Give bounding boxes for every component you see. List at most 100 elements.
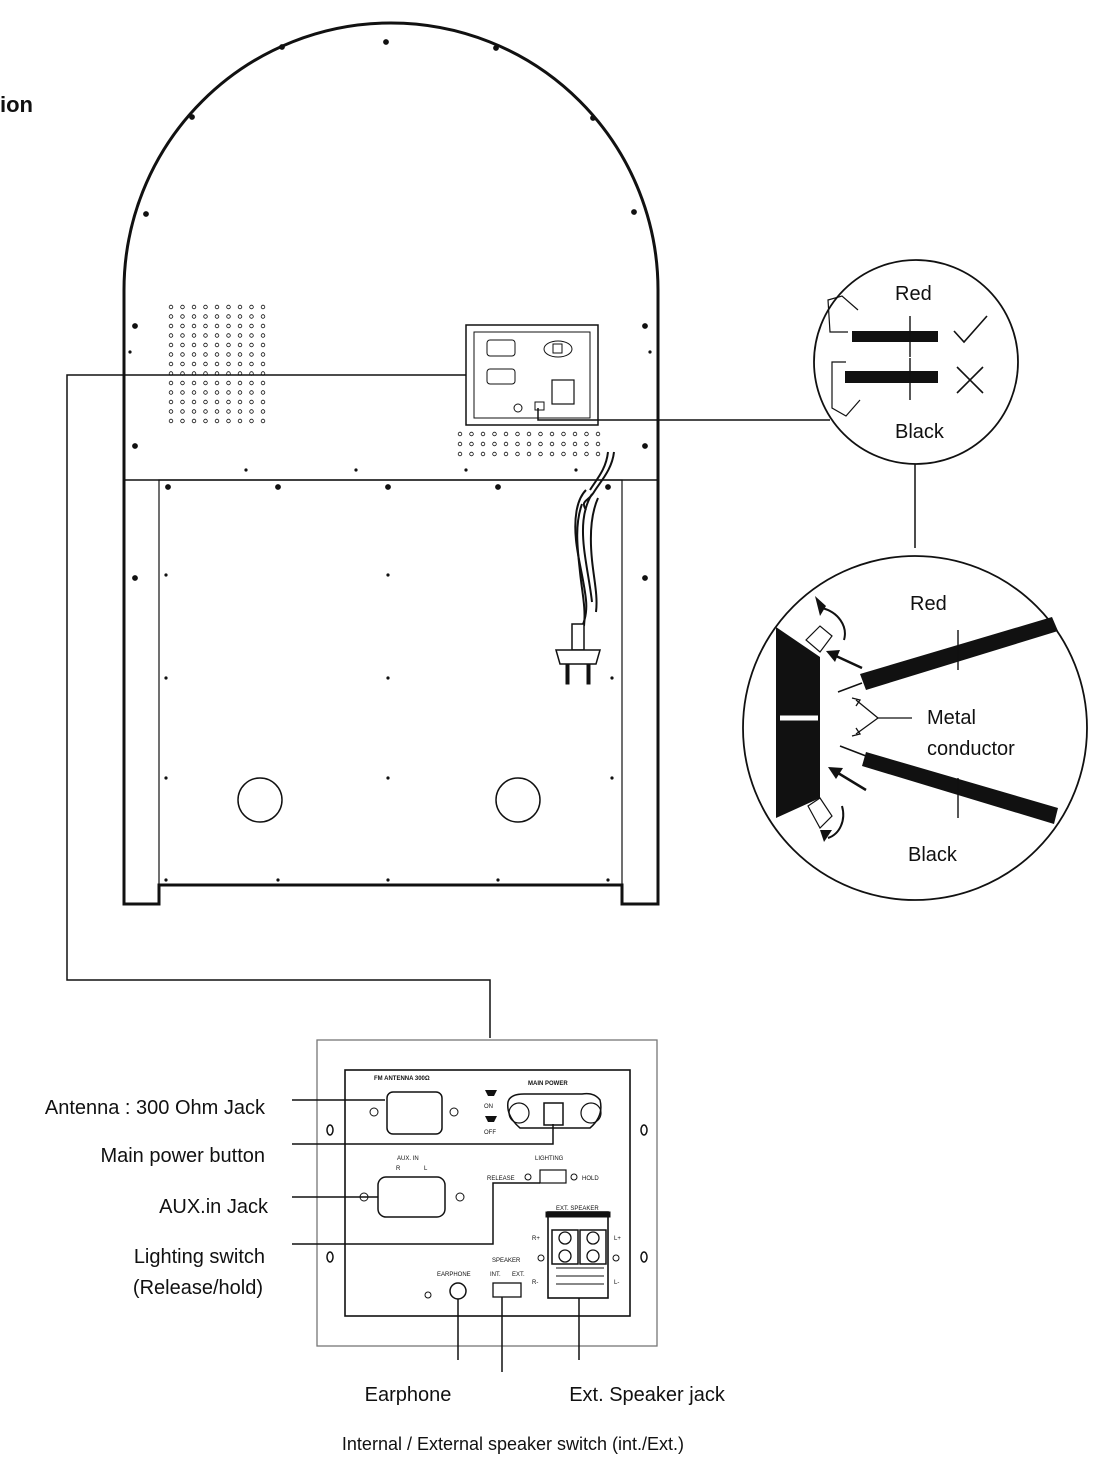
vent-hole bbox=[180, 304, 185, 310]
screw bbox=[574, 468, 578, 472]
vent-hole bbox=[168, 342, 174, 348]
screw bbox=[164, 676, 168, 680]
screw bbox=[590, 115, 596, 121]
screw bbox=[189, 114, 195, 120]
panel-r-minus: R- bbox=[532, 1280, 538, 1286]
panel-speaker: SPEAKER bbox=[492, 1258, 521, 1264]
vent-hole bbox=[249, 352, 254, 357]
screw bbox=[244, 468, 248, 472]
vent-hole bbox=[203, 333, 208, 338]
cross-mark-icon bbox=[956, 366, 984, 394]
vent-hole bbox=[203, 352, 208, 357]
screw bbox=[496, 878, 500, 882]
vent-hole bbox=[469, 431, 474, 437]
vent-hole bbox=[168, 333, 174, 338]
screw bbox=[386, 676, 390, 680]
vent-hole bbox=[180, 323, 185, 329]
screw bbox=[164, 878, 168, 882]
vent-hole bbox=[572, 451, 578, 457]
vent-hole bbox=[237, 304, 243, 310]
vent-hole bbox=[180, 399, 185, 405]
wire-black-label: Black bbox=[895, 421, 945, 443]
vent-hole bbox=[260, 333, 266, 338]
vent-hole bbox=[237, 352, 243, 357]
screw bbox=[386, 878, 390, 882]
vent-hole bbox=[249, 314, 254, 319]
vent-hole bbox=[457, 441, 463, 447]
black-wire-wrong bbox=[845, 371, 938, 383]
screw bbox=[279, 44, 285, 50]
vent-hole bbox=[572, 431, 578, 437]
screw bbox=[642, 443, 648, 449]
vent-hole bbox=[168, 380, 174, 386]
vent-hole bbox=[203, 390, 208, 395]
screw bbox=[648, 350, 652, 354]
vent-hole bbox=[191, 352, 197, 357]
section-heading: ion bbox=[0, 92, 33, 117]
vent-hole bbox=[191, 342, 197, 348]
vent-hole bbox=[214, 342, 220, 348]
vent-hole bbox=[226, 323, 231, 329]
panel-r-plus: R+ bbox=[532, 1236, 540, 1242]
port-hole-right bbox=[495, 777, 541, 823]
vent-hole bbox=[260, 323, 266, 329]
terminal-black-label: Black bbox=[908, 844, 958, 866]
vent-hole bbox=[180, 352, 185, 357]
vent-hole bbox=[249, 380, 254, 386]
vent-hole bbox=[226, 342, 231, 348]
vent-hole bbox=[572, 441, 578, 447]
vent-hole bbox=[538, 451, 543, 457]
screw bbox=[495, 484, 501, 490]
vent-hole bbox=[226, 352, 231, 357]
vent-hole bbox=[226, 380, 231, 386]
vent-hole bbox=[249, 390, 254, 395]
vent-hole bbox=[492, 431, 497, 437]
vent-hole bbox=[203, 342, 208, 348]
vent-hole bbox=[191, 333, 197, 338]
vent-hole bbox=[168, 399, 174, 405]
screw bbox=[386, 573, 390, 577]
vent-hole bbox=[203, 314, 208, 319]
callout-lines bbox=[292, 1099, 580, 1372]
vent-hole bbox=[503, 431, 509, 437]
screw bbox=[132, 323, 138, 329]
screw bbox=[610, 776, 614, 780]
vent-hole bbox=[191, 323, 197, 329]
panel-main-power: MAIN POWER bbox=[528, 1081, 568, 1087]
panel-tiny-labels: FM ANTENNA 300Ω MAIN POWER ON OFF AUX. I… bbox=[374, 1076, 621, 1286]
vent-hole bbox=[214, 390, 220, 395]
wire-detail-circle: Red Black bbox=[813, 259, 1019, 465]
panel-on: ON bbox=[484, 1104, 493, 1110]
vent-hole bbox=[191, 390, 197, 395]
vent-hole bbox=[249, 333, 254, 338]
vent-hole bbox=[168, 418, 174, 424]
vent-hole bbox=[168, 304, 174, 310]
aux-in-callout: AUX.in Jack bbox=[159, 1196, 269, 1218]
vent-hole bbox=[249, 361, 254, 367]
vent-hole bbox=[226, 399, 231, 405]
vent-hole bbox=[260, 380, 266, 386]
vent-hole bbox=[226, 314, 231, 319]
upper-vent-grille bbox=[168, 304, 266, 424]
vent-hole bbox=[180, 409, 185, 414]
vent-hole bbox=[168, 314, 174, 319]
vent-hole bbox=[191, 314, 197, 319]
vent-hole bbox=[214, 361, 220, 367]
port-hole-left bbox=[237, 777, 283, 823]
lighting-callout-line2: (Release/hold) bbox=[133, 1277, 263, 1299]
antenna-jack bbox=[369, 1091, 459, 1135]
vent-hole bbox=[191, 418, 197, 424]
panel-lighting: LIGHTING bbox=[535, 1156, 564, 1162]
screw bbox=[631, 209, 637, 215]
vent-hole bbox=[503, 441, 509, 447]
red-probe-wire bbox=[860, 617, 1058, 690]
vent-hole bbox=[492, 451, 497, 457]
vent-hole bbox=[168, 361, 174, 367]
cabinet-screws bbox=[128, 39, 652, 882]
terminal-red-label: Red bbox=[910, 593, 947, 615]
vent-hole bbox=[180, 418, 185, 424]
panel-int: INT. bbox=[490, 1272, 501, 1278]
vent-hole bbox=[260, 399, 266, 405]
vent-hole bbox=[214, 314, 220, 319]
panel-fm-antenna: FM ANTENNA 300Ω bbox=[374, 1076, 430, 1082]
